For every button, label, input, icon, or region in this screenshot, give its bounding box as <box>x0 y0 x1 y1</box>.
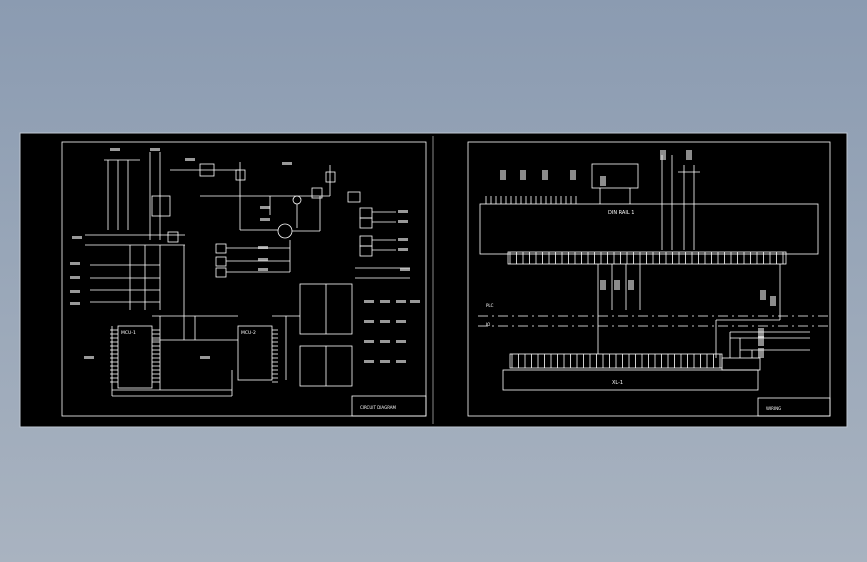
annotation-mark <box>84 356 94 359</box>
annotation-mark <box>760 290 766 300</box>
annotation-mark <box>770 296 776 306</box>
right-title-block-text: WIRING <box>766 406 781 411</box>
annotation-mark <box>686 150 692 160</box>
left-title-block <box>351 395 427 417</box>
annotation-mark <box>396 340 406 343</box>
annotation-mark <box>500 170 506 180</box>
annotation-mark <box>260 218 270 221</box>
left-sheet-border <box>61 141 427 417</box>
schematic-detail-marks <box>110 329 278 383</box>
bottom-terminal-strip <box>502 369 759 391</box>
annotation-mark <box>70 262 80 265</box>
wiring-detail-marks <box>485 196 784 368</box>
annotation-mark <box>185 158 195 161</box>
annotation-mark <box>396 320 406 323</box>
wiring-text-marks <box>500 150 776 358</box>
annotation-mark <box>396 300 406 303</box>
annotation-mark <box>72 236 82 239</box>
annotation-mark <box>614 280 620 290</box>
annotation-mark <box>600 280 606 290</box>
control-rows <box>85 231 291 340</box>
annotation-mark <box>282 162 292 165</box>
annotation-mark <box>398 210 408 213</box>
annotation-mark <box>200 356 210 359</box>
annotation-mark <box>150 148 160 151</box>
annotation-mark <box>380 320 390 323</box>
right-sheet-border <box>467 141 831 417</box>
annotation-mark <box>398 220 408 223</box>
schematic-text-marks <box>70 148 420 363</box>
mcu-2-label: MCU-2 <box>241 330 256 336</box>
row-label-plc: PLC <box>486 303 494 308</box>
row-label-io: IO <box>486 322 490 327</box>
annotation-mark <box>628 280 634 290</box>
annotation-mark <box>396 360 406 363</box>
annotation-mark <box>758 336 764 346</box>
right-wiring-sheet <box>467 141 831 417</box>
annotation-mark <box>258 258 268 261</box>
mcu-1-label: MCU-1 <box>121 330 136 336</box>
annotation-mark <box>570 170 576 180</box>
annotation-mark <box>660 150 666 160</box>
mcu-modules <box>111 315 300 397</box>
top-strip-label: DIN RAIL 1 <box>608 210 634 216</box>
annotation-mark <box>110 148 120 151</box>
left-schematic-sheet <box>61 141 427 417</box>
annotation-mark <box>520 170 526 180</box>
annotation-mark <box>380 340 390 343</box>
annotation-mark <box>398 238 408 241</box>
annotation-mark <box>260 206 270 209</box>
annotation-mark <box>364 300 374 303</box>
right-title-block <box>757 397 831 417</box>
bottom-strip-label: XL-1 <box>612 380 623 386</box>
annotation-mark <box>380 360 390 363</box>
top-terminal-strip <box>479 203 819 255</box>
annotation-mark <box>380 300 390 303</box>
annotation-mark <box>364 360 374 363</box>
top-terminal-row <box>507 251 787 265</box>
annotation-mark <box>70 302 80 305</box>
annotation-mark <box>410 300 420 303</box>
power-circuit <box>104 152 336 240</box>
annotation-mark <box>364 320 374 323</box>
left-title-block-text: CIRCUIT DIAGRAM <box>360 405 397 410</box>
annotation-mark <box>600 176 606 186</box>
annotation-mark <box>758 328 764 338</box>
annotation-mark <box>758 348 764 358</box>
annotation-mark <box>70 290 80 293</box>
annotation-mark <box>398 248 408 251</box>
annotation-mark <box>70 276 80 279</box>
annotation-mark <box>364 340 374 343</box>
annotation-mark <box>542 170 548 180</box>
annotation-mark <box>400 268 410 271</box>
annotation-mark <box>258 268 268 271</box>
annotation-mark <box>258 246 268 249</box>
